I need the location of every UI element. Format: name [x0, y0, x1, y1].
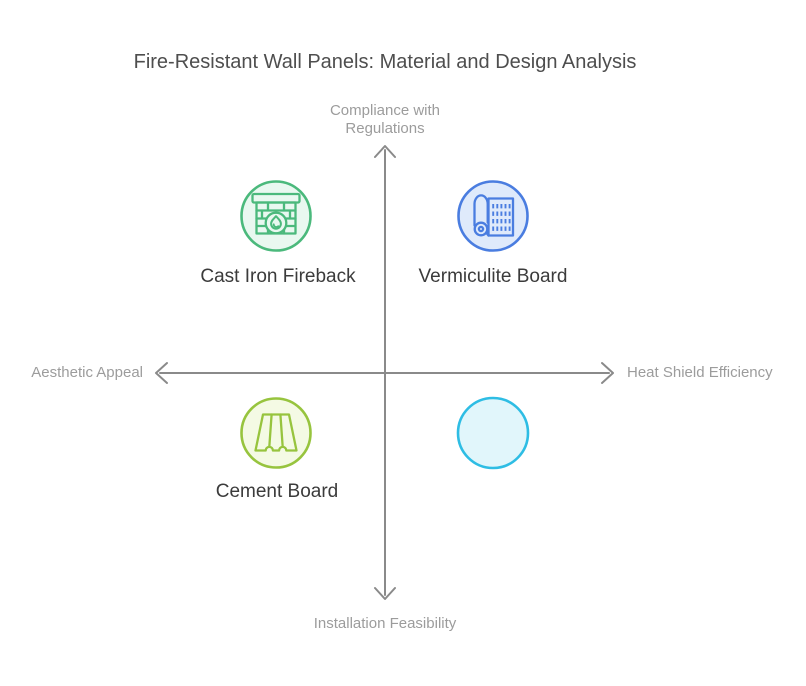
arrowhead-right-icon — [601, 362, 614, 384]
arrowhead-up-icon — [374, 145, 396, 158]
fireplace-icon — [240, 180, 312, 252]
curtain-panels-icon — [240, 397, 312, 469]
empty-circle-icon — [456, 396, 530, 470]
icon-badge-circle — [457, 180, 529, 252]
rolled-board-icon — [457, 180, 529, 252]
axis-label-aesthetic: Aesthetic Appeal — [31, 364, 143, 381]
icon-badge-circle — [240, 397, 312, 469]
arrowhead-left-icon — [155, 362, 168, 384]
axis-label-compliance: Compliance with Regulations — [329, 102, 441, 137]
item-label: Cast Iron Fireback — [200, 266, 356, 287]
axis-label-installation: Installation Feasibility — [313, 615, 457, 632]
arrowhead-down-icon — [374, 587, 396, 600]
axis-label-heat-shield: Heat Shield Efficiency — [627, 364, 773, 381]
item-label: Cement Board — [215, 481, 339, 502]
icon-badge-circle — [456, 396, 530, 470]
diagram-title: Fire-Resistant Wall Panels: Material and… — [133, 51, 637, 73]
item-label: Vermiculite Board — [418, 266, 568, 287]
